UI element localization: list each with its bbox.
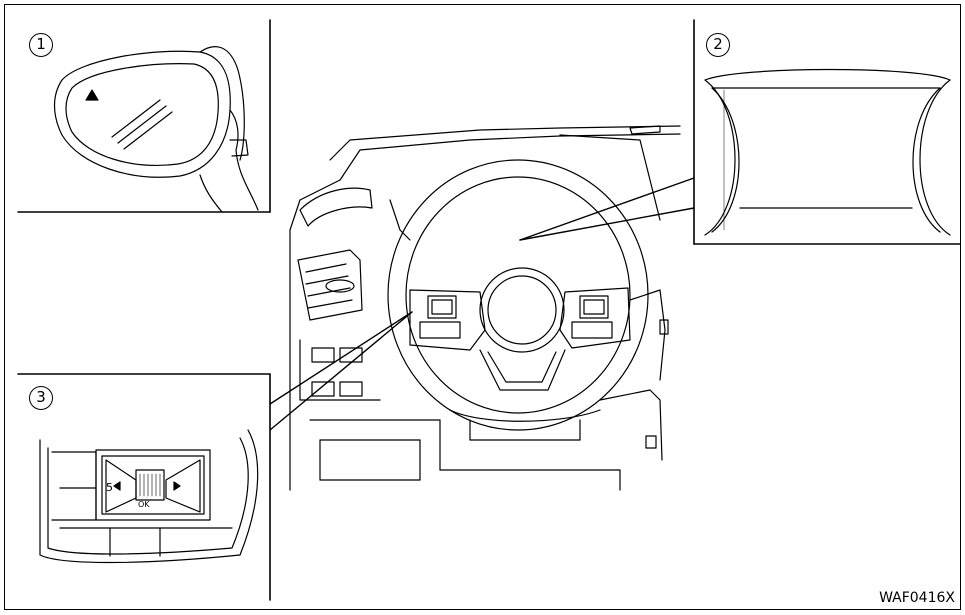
back-button-label: 5 <box>106 481 113 494</box>
callout-1: 1 <box>29 33 53 57</box>
meter-inset <box>693 19 961 245</box>
steering-wheel-icon <box>289 125 681 491</box>
callout-2: 2 <box>706 33 730 57</box>
mirror-icon <box>53 46 259 213</box>
mirror-inset <box>17 19 271 213</box>
ok-button-label: OK <box>138 500 150 509</box>
leader-lines <box>269 177 695 431</box>
callout-3: 3 <box>29 386 53 410</box>
meter-display-icon <box>704 68 951 236</box>
figure-code: WAF0416X <box>879 590 955 606</box>
steering-switch-icon <box>39 429 259 564</box>
switch-inset <box>17 373 271 601</box>
